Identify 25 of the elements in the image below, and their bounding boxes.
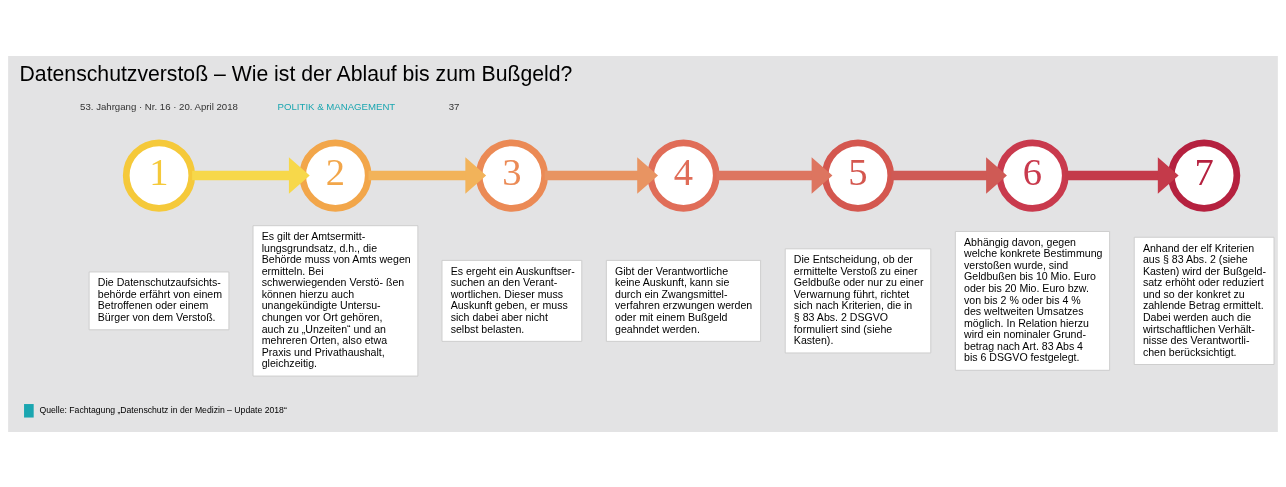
arrow bbox=[192, 156, 310, 194]
label: 37 bbox=[448, 100, 460, 112]
label: POLITIK & MANAGEMENT bbox=[277, 100, 396, 112]
arrow bbox=[1065, 156, 1179, 194]
label: 53. Jahrgang · Nr. 16 · 20. April 2018 bbox=[80, 100, 238, 112]
node-box: Die Datenschutzaufsichts- behörde erfährt von einem Betroffenen oder einem Bürger von dem Verstoß. bbox=[88, 270, 230, 330]
node-circle: 1 bbox=[122, 138, 196, 212]
node-box: Die Entscheidung, ob der ermittelte Verstoß zu einer Geldbuße oder nur zu einer Verwarnung führt, richtet sich nach Kriterien, die in § 83 Abs. 2 DSGVO formuliert sind (siehe Kasten). bbox=[784, 247, 932, 353]
arrow bbox=[544, 156, 658, 194]
node-box: Anhand der elf Kriterien aus § 83 Abs. 2 (siehe Kasten) wird der Bußgeld- satz erhöht oder reduziert und so der konkret zu zahlende Betrag ermittelt. Dabei werden auch die wirtschaftlichen Verhält- nisse des Verantwortli- chen berücksichtigt. bbox=[1133, 236, 1275, 365]
node-circle: 2 bbox=[299, 138, 372, 212]
arrow bbox=[891, 156, 1007, 194]
node-circle: 5 bbox=[821, 138, 895, 212]
arrow bbox=[716, 156, 833, 194]
legend-label: Quelle: Fachtagung „Datenschutz in der Medizin – Update 2018“ bbox=[39, 404, 287, 415]
node-circle: 4 bbox=[647, 138, 720, 212]
node-box: Es ergeht ein Auskunftser- suchen an den Verant- wortlichen. Dieser muss Auskunft geben, er muss sich dabei aber nicht selbst belasten. bbox=[441, 259, 583, 342]
node-circle: 6 bbox=[996, 138, 1069, 212]
node-box: Gibt der Verantwortliche keine Auskunft, kann sie durch ein Zwangsmittel- verfahren erzwungen werden oder mit einem Bußgeld geahndet werden. bbox=[605, 259, 762, 342]
node-circle: 7 bbox=[1167, 138, 1241, 212]
node-box: Abhängig davon, gegen welche konkrete Bestimmung verstoßen wurde, sind Geldbußen bis 10 Mio. Euro oder bis 20 Mio. Euro bzw. von bis 2 % oder bis 4 % des weltweiten Umsatzes möglich. In Relation hierzu wird ein nominaler Grund- betrag nach Art. 83 Abs 4 bis 6 DSGVO festgelegt. bbox=[954, 230, 1111, 371]
diagram-title: Datenschutzverstoß – Wie ist der Ablauf bis zum Bußgeld? bbox=[19, 61, 573, 85]
arrow bbox=[368, 156, 487, 194]
node-circle: 3 bbox=[475, 138, 549, 212]
node-box: Es gilt der Amtsermitt- lungsgrundsatz, d.h., die Behörde muss von Amts wegen ermitteln. Bei schwerwiegenden Verstö- ßen können hierzu auch unangekündigte Untersu- chungen vor Ort gehören, auch zu „Unzeiten“ und an mehreren Orten, also etwa Praxis und Privathaushalt, gleichzeitig. bbox=[252, 224, 419, 377]
